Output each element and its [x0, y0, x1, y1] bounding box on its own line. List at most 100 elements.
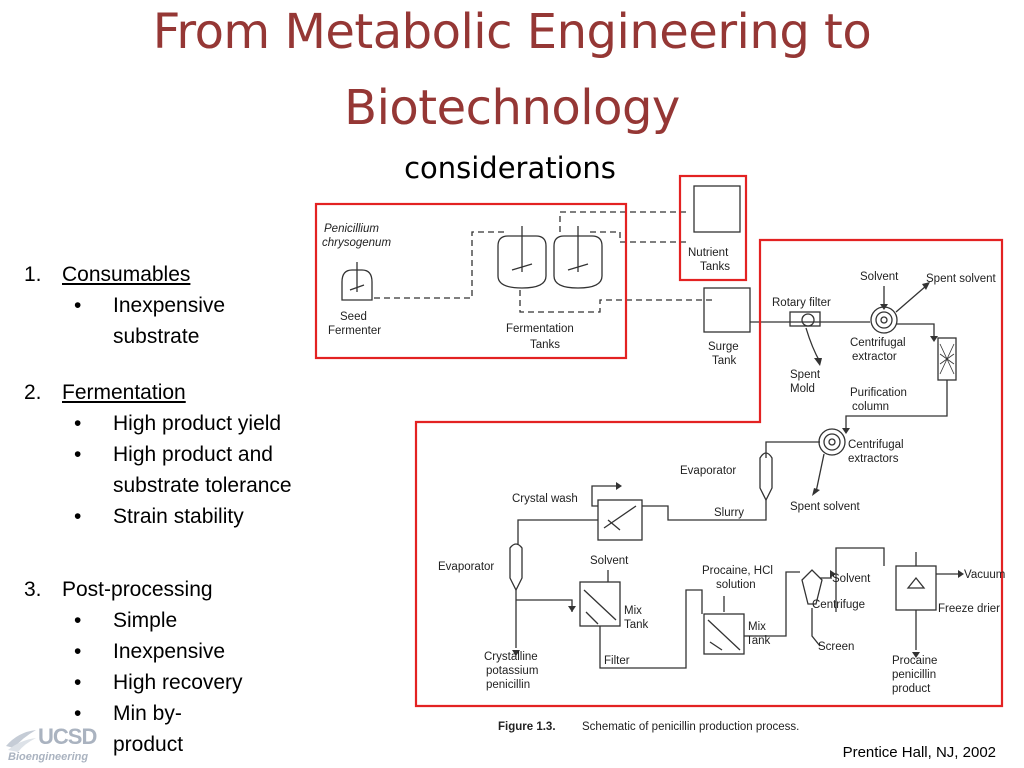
- label-nutrient-1: Nutrient: [688, 247, 729, 259]
- section-3-item: Inexpensive: [113, 640, 226, 663]
- evaporator-1: [759, 452, 773, 502]
- label-crystalline-3: penicillin: [486, 679, 530, 691]
- label-centrifugal-extractor-a: Centrifugal: [850, 337, 906, 349]
- section-2-item: High product yield: [113, 412, 282, 435]
- label-product-2: penicillin: [892, 669, 936, 681]
- label-vacuum: Vacuum: [964, 569, 1005, 581]
- section-2-item: Strain stability: [113, 505, 244, 528]
- mix-tank-1: [579, 581, 621, 627]
- label-mix-2a: Mix: [748, 621, 766, 633]
- slide-title-line-2: Biotechnology: [344, 80, 680, 136]
- source-credit: Prentice Hall, NJ, 2002: [842, 744, 996, 761]
- fermentation-tank-2: [553, 235, 603, 289]
- label-spent-solvent-1: Spent solvent: [926, 273, 996, 285]
- flow-arrows: [512, 282, 964, 658]
- label-solvent-2: Solvent: [590, 555, 629, 567]
- rotary-filter-drum: [801, 313, 815, 327]
- line-column-to-extractors: [845, 380, 948, 428]
- centrifugal-extractor-1: [870, 306, 898, 334]
- label-seed-2: Fermenter: [328, 325, 381, 337]
- centrifugal-extractors-2: [818, 428, 846, 456]
- section-2-number: 2.: [24, 381, 42, 404]
- label-purification-2: column: [852, 401, 889, 413]
- bullet-icon: •: [74, 443, 82, 466]
- label-evaporator-2: Evaporator: [438, 561, 494, 573]
- mix-tank-1-agitator: [583, 589, 617, 625]
- centrifuge-unit: [801, 569, 823, 605]
- label-organism-1: Penicillium: [324, 223, 379, 235]
- bullet-icon: •: [74, 702, 82, 725]
- line-filter: [599, 589, 703, 669]
- section-1-number: 1.: [24, 263, 42, 286]
- tank-agitators: [511, 226, 589, 272]
- seed-fermenter-agitator: [349, 262, 365, 292]
- bullet-icon: •: [74, 294, 82, 317]
- mix-tank-2-lines: [723, 571, 800, 637]
- bullet-icon: •: [74, 640, 82, 663]
- bullet-icon: •: [74, 609, 82, 632]
- extractor-2-lines: [765, 441, 825, 493]
- slide-title-line-1: From Metabolic Engineering to: [152, 4, 872, 60]
- slide-subtitle: considerations: [404, 151, 616, 185]
- label-product-1: Procaine: [892, 655, 937, 667]
- section-3-item: product: [113, 733, 184, 756]
- label-evaporator-1: Evaporator: [680, 465, 736, 477]
- section-3-item: Simple: [113, 609, 178, 632]
- label-crystal-wash: Crystal wash: [512, 493, 578, 505]
- seed-fermenter-vessel: [341, 269, 373, 301]
- label-solvent-1: Solvent: [860, 271, 899, 283]
- section-3-heading: Post-processing: [62, 578, 213, 601]
- label-rotary: Rotary filter: [772, 297, 831, 309]
- swoosh-icon: [6, 730, 36, 752]
- label-centrifugal-extractor-b: extractor: [852, 351, 897, 363]
- label-freeze-drier: Freeze drier: [938, 603, 1000, 615]
- label-mix-1b: Tank: [624, 619, 649, 631]
- crystal-wash-agitator: [603, 505, 637, 531]
- label-procaine-1: Procaine, HCl: [702, 565, 773, 577]
- label-purification-1: Purification: [850, 387, 907, 399]
- label-seed-1: Seed: [340, 311, 367, 323]
- dashed-feed-lines: [374, 211, 712, 313]
- rotary-filter: [789, 311, 821, 327]
- figure-caption-label: Figure 1.3.: [498, 721, 556, 733]
- highlight-box-post-processing: [414, 238, 1004, 708]
- freeze-drier-lines: [906, 552, 960, 650]
- section-3-number: 3.: [24, 578, 42, 601]
- line-slurry: [642, 500, 767, 521]
- nutrient-tank-box: [693, 185, 741, 233]
- label-solvent-3: Solvent: [832, 573, 871, 585]
- label-procaine-2: solution: [716, 579, 756, 591]
- bullet-icon: •: [74, 412, 82, 435]
- section-2-item: substrate tolerance: [113, 474, 292, 497]
- label-ferm-1: Fermentation: [506, 323, 574, 335]
- label-filter: Filter: [604, 655, 630, 667]
- figure-caption-text: Schematic of penicillin production proce…: [582, 721, 799, 733]
- label-slurry: Slurry: [714, 507, 744, 519]
- label-crystalline-2: potassium: [486, 665, 538, 677]
- label-surge-1: Surge: [708, 341, 739, 353]
- label-spent-solvent-2: Spent solvent: [790, 501, 860, 513]
- evaporator-2: [509, 543, 523, 592]
- bullet-icon: •: [74, 671, 82, 694]
- mix-tank-2: [703, 613, 745, 655]
- centrifuge-lines: [811, 547, 885, 647]
- section-1-heading: Consumables: [62, 263, 191, 286]
- highlight-box-nutrients: [678, 174, 748, 282]
- label-ferm-2: Tanks: [530, 339, 560, 351]
- logo-bottom-text: Bioengineering: [8, 751, 89, 763]
- label-surge-2: Tank: [712, 355, 737, 367]
- line-spent-mold: [805, 327, 821, 363]
- label-product-3: product: [892, 683, 931, 695]
- label-mix-1a: Mix: [624, 605, 642, 617]
- section-1-item: substrate: [113, 325, 200, 348]
- crystal-wash-lines: [517, 485, 620, 545]
- surge-tank-box: [703, 287, 751, 333]
- label-organism-2: chrysogenum: [322, 237, 391, 249]
- label-centrifuge: Centrifuge: [812, 599, 865, 611]
- section-3-item: High recovery: [113, 671, 243, 694]
- extractor-1-lines: [883, 285, 935, 336]
- label-mix-2b: Tank: [746, 635, 771, 647]
- label-centrifugal-extractors-b: extractors: [848, 453, 899, 465]
- label-centrifugal-extractors-a: Centrifugal: [848, 439, 904, 451]
- highlight-box-consumables: [314, 202, 628, 360]
